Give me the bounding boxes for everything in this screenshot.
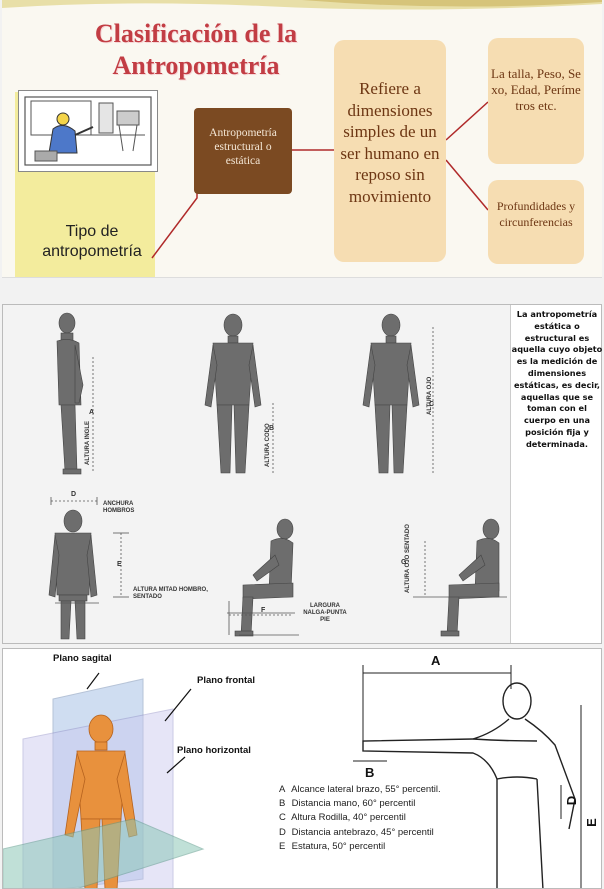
legend-item: A Alcance lateral brazo, 55° percentil. [279,784,441,795]
dimension-b: B [365,765,375,780]
letter-a: A [89,409,95,416]
label-anchura-hombros: ANCHURA HOMBROS [103,501,135,514]
dimension-e: E [583,818,599,827]
tipo-antropometria-label: Tipo de antropometría [42,223,142,260]
legend-item: B Distancia mano, 60° percentil [279,798,416,810]
standing-side-figure [56,312,84,475]
measurement-drawings: ALTURA INGLE ALTURA CODO ALTURA OJO ALTU… [3,305,511,643]
label-altura-ojo: ALTURA OJO [427,376,433,415]
definition-box: Refiere a dimensiones simples de un ser … [334,40,446,262]
planes-and-reach-panel: Plano sagital Plano frontal Plano horizo… [2,648,602,889]
standing-front-figure-1 [204,313,262,474]
slide-title: Clasificación de la Antropometría [56,18,336,82]
letter-g: G [401,559,407,566]
planes-illustration [3,665,582,888]
seated-back-figure [48,509,98,640]
label-plano-sagital: Plano sagital [53,653,112,664]
seated-side-figure-2 [440,518,500,637]
depths-box: Profundidades y circunferencias [488,180,584,264]
decorative-top-band [2,0,602,10]
letter-f: F [261,607,266,614]
letter-e: E [117,561,122,568]
seated-side-figure-1 [234,518,294,637]
dimension-d: D [564,795,580,806]
static-anthropometry-panel: ALTURA INGLE ALTURA CODO ALTURA OJO ALTU… [2,304,602,644]
label-largura-nalga: LARGURA NALGA-PUNTA PIE [303,603,347,623]
label-altura-mitad-hombro: ALTURA MITAD HOMBRO, SENTADO [133,587,208,600]
legend-item: D Distancia antebrazo, 45° percentil [279,826,434,838]
estructural-box: Antropometría estructural o estática [194,108,292,194]
slide-title-line-2: Antropometría [112,51,280,80]
letter-c: C [429,401,435,408]
legend-item: E Estatura, 50° percentil [279,840,386,852]
standing-front-figure-2 [362,313,420,474]
letter-d: D [71,491,77,498]
measures-box: La talla, Peso, Sexo, Edad, Perímetros e… [488,38,584,164]
dimension-legend: A Alcance lateral brazo, 55° percentil. … [279,783,499,854]
worker-illustration [18,90,158,172]
label-altura-ingle: ALTURA INGLE [85,421,91,465]
classification-slide: Clasificación de la Antropometría Tipo d… [2,0,602,278]
static-definition-text: La antropometría estática o estructural … [511,309,603,449]
dimension-a: A [431,653,441,668]
legend-item: C Altura Rodilla, 40° percentil [279,812,406,824]
slide-title-line-1: Clasificación de la [94,19,298,48]
label-plano-horizontal: Plano horizontal [177,745,251,756]
letter-b: B [269,425,275,432]
label-plano-frontal: Plano frontal [197,675,256,686]
